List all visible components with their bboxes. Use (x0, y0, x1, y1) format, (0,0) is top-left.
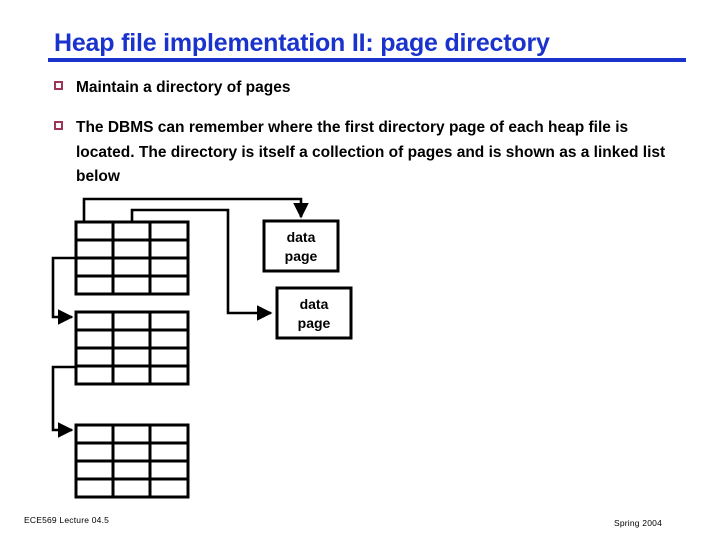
directory-page-2 (74, 310, 190, 386)
data-page-2: data page (275, 286, 353, 340)
square-bullet-icon (54, 121, 63, 130)
connector-dir1-to-dir2 (51, 256, 76, 325)
bullet-item-2: The DBMS can remember where the first di… (54, 116, 674, 190)
title-underline-rule (48, 58, 686, 62)
data-page-2-line2: page (298, 315, 331, 331)
data-page-1-line1: data (287, 229, 316, 245)
footer-course-label: ECE569 Lecture 04.5 (24, 515, 110, 525)
bullet-item-2-text: The DBMS can remember where the first di… (76, 119, 666, 185)
directory-page-1 (74, 220, 190, 296)
data-page-1-line2: page (285, 248, 318, 264)
bullet-item-1-text: Maintain a directory of pages (76, 79, 291, 96)
data-page-2-line1: data (300, 296, 329, 312)
data-page-1: data page (262, 219, 340, 273)
connector-dir2-to-dir3 (51, 365, 76, 438)
footer-term-label: Spring 2004 (613, 518, 662, 528)
diagram-canvas: data page data page (51, 197, 353, 499)
connector-dir1-to-datapage1 (82, 197, 309, 226)
page-directory-linked-list-diagram: data page data page (0, 186, 420, 511)
page-title: Heap file implementation II: page direct… (54, 29, 550, 56)
square-bullet-icon (54, 81, 63, 90)
connector-dir1-to-datapage2 (130, 208, 273, 321)
bullet-item-1: Maintain a directory of pages (54, 76, 654, 101)
directory-page-3 (74, 423, 190, 499)
